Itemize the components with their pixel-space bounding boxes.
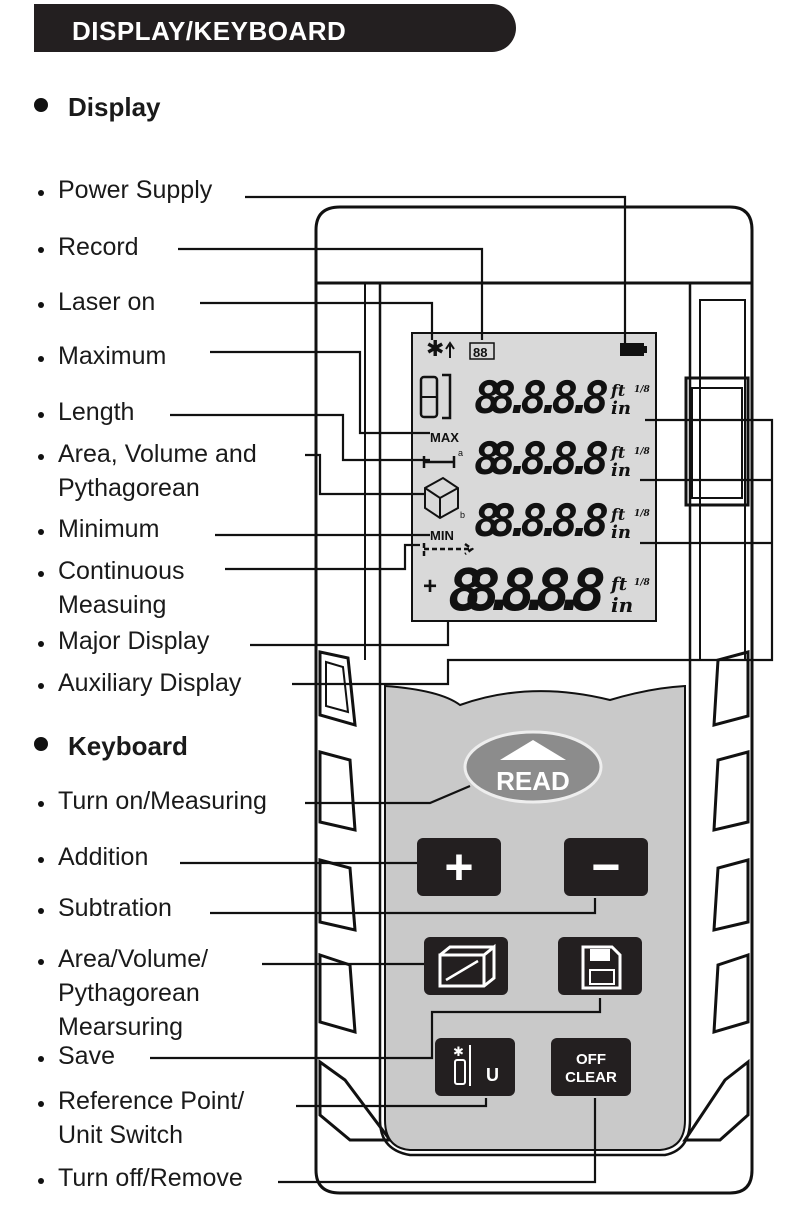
length-icon [422, 456, 456, 468]
lcd-screen [411, 332, 657, 622]
label-maximum: Maximum [38, 339, 166, 373]
area-volume-icon [424, 476, 459, 520]
label-auxiliary-display: Auxiliary Display [38, 666, 241, 700]
right-grips [682, 650, 750, 1142]
off-label: OFF [576, 1051, 606, 1068]
plus-icon: + [444, 839, 473, 895]
svg-text:1/8: 1/8 [634, 578, 651, 588]
record-count: 88 [473, 345, 487, 360]
unit-labels: ft in 1/8 ft in 1/8 ft in 1/8 ft in 1/8 [609, 381, 651, 617]
leader-lines [150, 195, 774, 1184]
min-indicator: MIN [430, 528, 454, 543]
label-turn-off: Turn off/Remove [38, 1161, 243, 1195]
svg-text:1/8: 1/8 [634, 385, 651, 395]
label-reference: Reference Point/Unit Switch [38, 1084, 244, 1152]
label-addition: Addition [38, 840, 148, 874]
label-record: Record [38, 230, 139, 264]
minus-button[interactable]: − [564, 838, 648, 896]
reference-bracket-icon [442, 373, 452, 420]
left-grips [318, 650, 393, 1142]
unit-label: U [486, 1065, 499, 1085]
side-b-label: b [460, 510, 465, 520]
label-subtraction: Subtration [38, 891, 172, 925]
svg-text:ft: ft [610, 381, 626, 400]
svg-text:1/8: 1/8 [634, 509, 651, 519]
arrow-up-icon [500, 740, 566, 760]
svg-text:in: in [611, 593, 633, 617]
area-volume-button[interactable] [424, 937, 508, 995]
laser-arrow-icon [445, 341, 455, 358]
minus-icon: − [591, 839, 620, 895]
plus-button[interactable]: + [417, 838, 501, 896]
page-header: DISPLAY/KEYBOARD [34, 4, 516, 52]
continuous-icon [422, 542, 475, 556]
laser-icon: ✱ [426, 336, 444, 361]
label-turn-on: Turn on/Measuring [38, 784, 267, 818]
clear-label: CLEAR [565, 1069, 617, 1086]
lcd-row-2: 88.8.8.8 [474, 434, 609, 485]
read-button[interactable]: READ [463, 730, 603, 804]
lcd-row-1: 88.8.8.8 [474, 373, 609, 424]
device-small-icon [454, 1059, 466, 1085]
svg-text:1/8: 1/8 [634, 447, 651, 457]
lcd-major-row: 88.8.8.8 [448, 556, 606, 624]
save-button[interactable] [558, 937, 642, 995]
reference-unit-button[interactable]: ✱ U [435, 1038, 515, 1096]
label-save: Save [38, 1039, 115, 1073]
floppy-disk-icon [581, 945, 622, 990]
lcd-content: ✱ 88 88.8.8.8 88.8.8.8 88.8.8.8 88.8.8.8… [419, 336, 651, 624]
label-minimum: Minimum [38, 512, 159, 546]
svg-text:ft: ft [610, 505, 626, 524]
battery-tip-icon [644, 346, 647, 353]
svg-text:in: in [611, 522, 631, 543]
lcd-row-3: 88.8.8.8 [474, 496, 609, 547]
label-laser-on: Laser on [38, 285, 155, 319]
label-power-supply: Power Supply [38, 173, 212, 207]
bullet-icon [34, 737, 48, 752]
display-section-heading: Display [34, 92, 161, 123]
label-major-display: Major Display [38, 624, 209, 658]
off-clear-button[interactable]: OFF CLEAR [551, 1038, 631, 1096]
svg-text:in: in [611, 460, 631, 481]
read-label: READ [496, 766, 570, 796]
record-icon [469, 342, 495, 360]
keypad-panel [384, 684, 686, 1151]
max-indicator: MAX [430, 430, 459, 445]
plus-indicator-icon: + [423, 573, 437, 600]
page-title: DISPLAY/KEYBOARD [72, 16, 347, 46]
svg-text:ft: ft [610, 443, 626, 462]
label-length: Length [38, 395, 134, 429]
keyboard-section-heading: Keyboard [34, 731, 188, 762]
svg-text:in: in [611, 398, 631, 419]
side-a-label: a [458, 448, 463, 458]
bullet-icon [34, 98, 48, 113]
laser-small-icon: ✱ [453, 1044, 464, 1059]
cube-icon [438, 943, 496, 988]
battery-icon [620, 343, 644, 356]
svg-text:ft: ft [609, 574, 628, 595]
